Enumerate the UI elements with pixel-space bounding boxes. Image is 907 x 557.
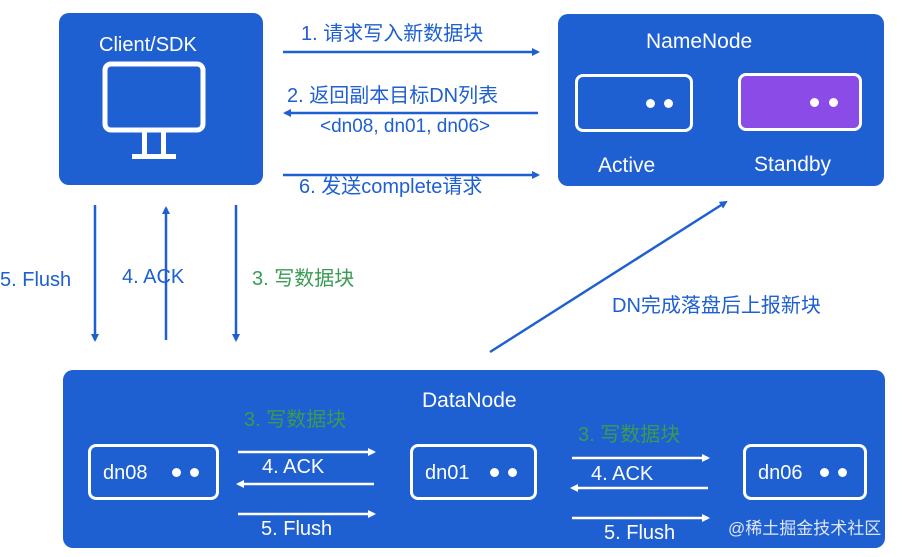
pipeline2-write-label: 3. 写数据块 bbox=[578, 424, 681, 446]
active-server-icon bbox=[575, 74, 693, 132]
pipeline1-flush-label: 5. Flush bbox=[261, 518, 333, 540]
dn08-label: dn08 bbox=[103, 462, 148, 484]
namenode-box: NameNode Active Standby bbox=[558, 14, 884, 186]
datanode-box: DataNode dn08 dn01 dn06 3. 写数据块 4. ACK 5… bbox=[63, 370, 885, 548]
step1-label: 1. 请求写入新数据块 bbox=[301, 23, 484, 45]
pipeline1-write-label: 3. 写数据块 bbox=[244, 409, 347, 431]
flush-label: 5. Flush bbox=[0, 269, 72, 291]
dn01-label: dn01 bbox=[425, 462, 470, 484]
report-label: DN完成落盘后上报新块 bbox=[612, 295, 821, 317]
step6-label: 6. 发送complete请求 bbox=[299, 176, 483, 198]
monitor-icon bbox=[102, 61, 206, 159]
pipeline1-ack-label: 4. ACK bbox=[262, 456, 325, 478]
arrow-report bbox=[489, 200, 728, 354]
standby-label: Standby bbox=[754, 153, 832, 176]
active-label: Active bbox=[598, 154, 656, 177]
write-label: 3. 写数据块 bbox=[252, 268, 355, 290]
step2-list-label: <dn08, dn01, dn06> bbox=[320, 116, 491, 137]
pipeline2-ack-label: 4. ACK bbox=[591, 463, 654, 485]
watermark: @稀土掘金技术社区 bbox=[728, 519, 882, 538]
ack-label: 4. ACK bbox=[122, 266, 185, 288]
datanode-title: DataNode bbox=[422, 389, 517, 412]
client-box: Client/SDK bbox=[59, 13, 263, 185]
client-title: Client/SDK bbox=[99, 34, 197, 56]
dn06-label: dn06 bbox=[758, 462, 803, 484]
step2-label: 2. 返回副本目标DN列表 bbox=[287, 85, 499, 107]
namenode-title: NameNode bbox=[646, 30, 753, 53]
dn01-node: dn01 bbox=[410, 444, 537, 500]
pipeline2-flush-label: 5. Flush bbox=[604, 522, 676, 544]
dn06-node: dn06 bbox=[743, 444, 867, 500]
dn08-node: dn08 bbox=[88, 444, 219, 500]
standby-server-icon bbox=[738, 73, 862, 131]
